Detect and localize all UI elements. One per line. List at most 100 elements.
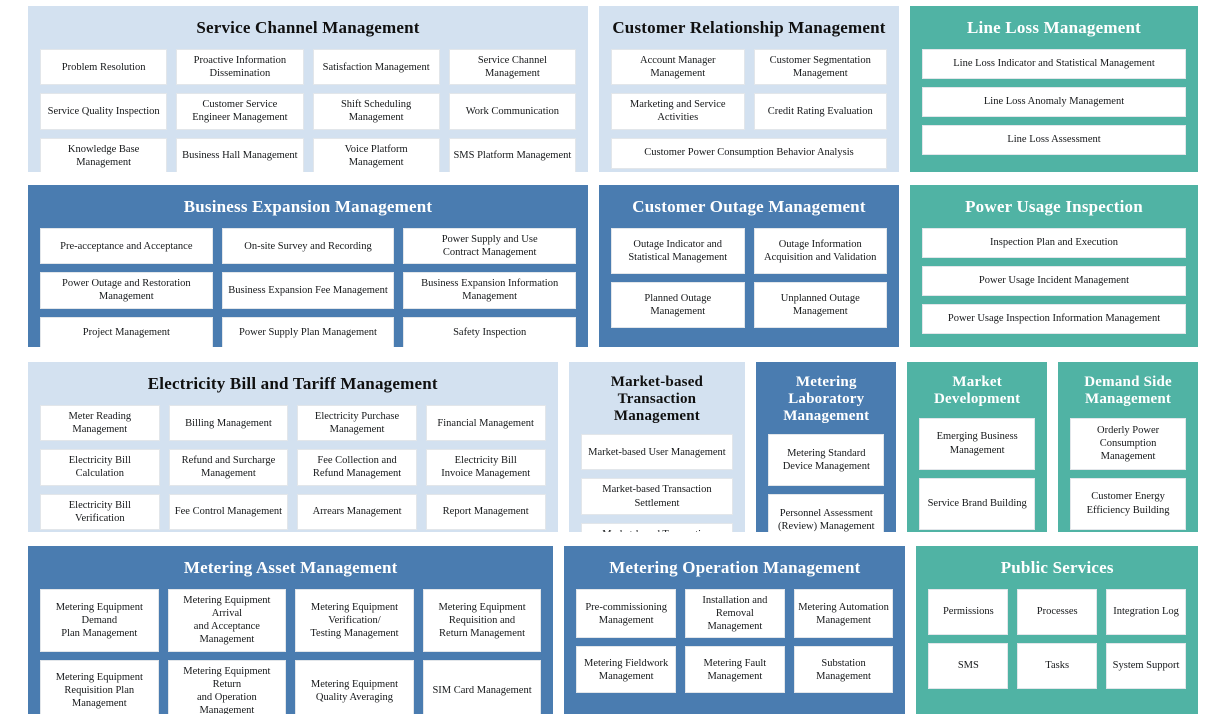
tile-line-loss-anomaly-management[interactable]: Line Loss Anomaly Management: [922, 87, 1186, 118]
tile-metering-equipment-requisition-plan-management[interactable]: Metering Equipment Requisition Plan Mana…: [40, 659, 159, 714]
tile-financial-management[interactable]: Financial Management: [425, 405, 546, 442]
tile-credit-rating-evaluation[interactable]: Credit Rating Evaluation: [753, 93, 887, 130]
tile-knowledge-base-management[interactable]: Knowledge Base Management: [40, 137, 168, 172]
tile-unplanned-outage-management[interactable]: Unplanned Outage Management: [753, 282, 887, 329]
tile-line-loss-assessment[interactable]: Line Loss Assessment: [922, 125, 1186, 156]
tile-metering-fault-management[interactable]: Metering Fault Management: [685, 646, 785, 694]
tile-outage-indicator-and-statistical-management[interactable]: Outage Indicator and Statistical Managem…: [611, 228, 745, 275]
tile-sms[interactable]: SMS: [928, 643, 1009, 690]
panel-market-based-transaction-management[interactable]: Market-based Transaction Management Mark…: [568, 362, 746, 532]
tile-market-based-transaction-refund-and-surcharge[interactable]: Market-based Transaction Refund and Surc…: [580, 522, 734, 532]
tile-market-based-transaction-settlement[interactable]: Market-based Transaction Settlement: [580, 478, 734, 515]
tile-electricity-purchase-management[interactable]: Electricity Purchase Management: [297, 405, 417, 442]
tile-satisfaction-management[interactable]: Satisfaction Management: [312, 49, 440, 86]
tile-marketing-and-service-activities[interactable]: Marketing and Service Activities: [611, 93, 745, 130]
tile-business-expansion-information-management[interactable]: Business Expansion Information Managemen…: [403, 272, 576, 309]
panel-business-expansion-management[interactable]: Business Expansion Management Pre-accept…: [28, 185, 588, 347]
tile-metering-equipment-requisition-and-return-management[interactable]: Metering Equipment Requisition and Retur…: [422, 589, 542, 652]
tile-outage-information-acquisition-and-validation[interactable]: Outage Information Acquisition and Valid…: [753, 228, 887, 275]
tile-customer-power-consumption-behavior-analysis[interactable]: Customer Power Consumption Behavior Anal…: [611, 137, 887, 169]
tile-substation-management[interactable]: Substation Management: [793, 646, 894, 694]
tile-electricity-bill-verification[interactable]: Electricity Bill Verification: [40, 493, 160, 530]
tile-metering-standard-device-management[interactable]: Metering Standard Device Management: [768, 434, 885, 487]
diagram-row-4: Metering Asset Management Metering Equip…: [28, 546, 1198, 714]
tile-metering-equipment-quality-averaging[interactable]: Metering Equipment Quality Averaging: [295, 659, 414, 714]
tile-fee-collection-and-refund-management[interactable]: Fee Collection and Refund Management: [297, 449, 417, 486]
tile-line-loss-indicator-and-statistical-management[interactable]: Line Loss Indicator and Statistical Mana…: [922, 49, 1186, 80]
tile-service-quality-inspection[interactable]: Service Quality Inspection: [40, 93, 168, 130]
tile-electricity-bill-invoice-management[interactable]: Electricity Bill Invoice Management: [425, 449, 546, 486]
tile-voice-platform-management[interactable]: Voice Platform Management: [312, 137, 440, 172]
tile-business-hall-management[interactable]: Business Hall Management: [176, 137, 304, 172]
panel-public-services[interactable]: Public Services Permissions Processes In…: [916, 546, 1198, 714]
tile-metering-fieldwork-management[interactable]: Metering Fieldwork Management: [576, 646, 677, 694]
panel-metering-asset-management[interactable]: Metering Asset Management Metering Equip…: [28, 546, 554, 714]
tile-project-management[interactable]: Project Management: [40, 316, 213, 347]
tile-on-site-survey-and-recording[interactable]: On-site Survey and Recording: [221, 228, 395, 265]
tile-metering-equipment-verification-testing-management[interactable]: Metering Equipment Verification/ Testing…: [295, 589, 414, 652]
panel-title: Demand Side Management: [1084, 374, 1172, 407]
diagram-row-1: Service Channel Management Problem Resol…: [28, 6, 1198, 172]
tile-problem-resolution[interactable]: Problem Resolution: [40, 49, 168, 86]
tile-orderly-power-consumption-management[interactable]: Orderly Power Consumption Management: [1070, 417, 1187, 470]
tile-metering-automation-management[interactable]: Metering Automation Management: [793, 589, 894, 639]
tile-grid: Pre-acceptance and Acceptance On-site Su…: [40, 228, 576, 347]
tile-service-channel-management[interactable]: Service Channel Management: [448, 49, 576, 86]
tile-system-support[interactable]: System Support: [1106, 643, 1186, 690]
tile-billing-management[interactable]: Billing Management: [168, 405, 289, 442]
tile-installation-and-removal-management[interactable]: Installation and Removal Management: [685, 589, 785, 639]
tile-emerging-business-management[interactable]: Emerging Business Management: [919, 417, 1036, 470]
tile-planned-outage-management[interactable]: Planned Outage Management: [611, 282, 745, 329]
panel-service-channel-management[interactable]: Service Channel Management Problem Resol…: [28, 6, 588, 172]
tile-customer-energy-efficiency-building[interactable]: Customer Energy Efficiency Building: [1070, 477, 1187, 530]
panel-metering-operation-management[interactable]: Metering Operation Management Pre-commis…: [564, 546, 906, 714]
panel-customer-outage-management[interactable]: Customer Outage Management Outage Indica…: [599, 185, 899, 347]
tile-shift-scheduling-management[interactable]: Shift Scheduling Management: [312, 93, 440, 130]
tile-pre-acceptance-and-acceptance[interactable]: Pre-acceptance and Acceptance: [40, 228, 213, 265]
tile-customer-service-engineer-management[interactable]: Customer Service Engineer Management: [176, 93, 304, 130]
panel-title: Service Channel Management: [196, 18, 420, 37]
panel-electricity-bill-and-tariff-management[interactable]: Electricity Bill and Tariff Management M…: [28, 362, 558, 532]
tile-metering-equipment-return-and-operation-management[interactable]: Metering Equipment Return and Operation …: [167, 659, 287, 714]
tile-sim-card-management[interactable]: SIM Card Management: [422, 659, 542, 714]
tile-tasks[interactable]: Tasks: [1017, 643, 1098, 690]
tile-electricity-bill-calculation[interactable]: Electricity Bill Calculation: [40, 449, 160, 486]
tile-power-usage-inspection-information-management[interactable]: Power Usage Inspection Information Manag…: [922, 304, 1186, 335]
tile-grid: Line Loss Indicator and Statistical Mana…: [922, 49, 1186, 162]
tile-fee-control-management[interactable]: Fee Control Management: [168, 493, 289, 530]
tile-sms-platform-management[interactable]: SMS Platform Management: [448, 137, 576, 172]
tile-market-based-user-management[interactable]: Market-based User Management: [580, 434, 734, 471]
tile-work-communication[interactable]: Work Communication: [448, 93, 576, 130]
tile-integration-log[interactable]: Integration Log: [1106, 589, 1186, 636]
tile-safety-inspection[interactable]: Safety Inspection: [403, 316, 576, 347]
tile-permissions[interactable]: Permissions: [928, 589, 1009, 636]
tile-personnel-assessment-review-management[interactable]: Personnel Assessment (Review) Management: [768, 494, 885, 532]
tile-power-usage-incident-management[interactable]: Power Usage Incident Management: [922, 266, 1186, 297]
tile-business-expansion-fee-management[interactable]: Business Expansion Fee Management: [221, 272, 395, 309]
tile-account-manager-management[interactable]: Account Manager Management: [611, 49, 745, 86]
tile-customer-segmentation-management[interactable]: Customer Segmentation Management: [753, 49, 887, 86]
tile-processes[interactable]: Processes: [1017, 589, 1098, 636]
panel-market-development[interactable]: Market Development Emerging Business Man…: [907, 362, 1048, 532]
panel-line-loss-management[interactable]: Line Loss Management Line Loss Indicator…: [910, 6, 1198, 172]
tile-metering-equipment-demand-plan-management[interactable]: Metering Equipment Demand Plan Managemen…: [40, 589, 159, 652]
tile-refund-and-surcharge-management[interactable]: Refund and Surcharge Management: [168, 449, 289, 486]
tile-metering-equipment-arrival-and-acceptance-management[interactable]: Metering Equipment Arrival and Acceptanc…: [167, 589, 287, 652]
tile-report-management[interactable]: Report Management: [425, 493, 546, 530]
panel-title: Business Expansion Management: [183, 197, 433, 216]
panel-customer-relationship-management[interactable]: Customer Relationship Management Account…: [599, 6, 899, 172]
tile-inspection-plan-and-execution[interactable]: Inspection Plan and Execution: [922, 228, 1186, 259]
tile-arrears-management[interactable]: Arrears Management: [297, 493, 417, 530]
tile-power-supply-and-use-contract-management[interactable]: Power Supply and Use Contract Management: [403, 228, 576, 265]
tile-power-supply-plan-management[interactable]: Power Supply Plan Management: [221, 316, 395, 347]
tile-proactive-information-dissemination[interactable]: Proactive Information Dissemination: [176, 49, 304, 86]
panel-metering-laboratory-management[interactable]: Metering Laboratory Management Metering …: [756, 362, 897, 532]
tile-service-brand-building[interactable]: Service Brand Building: [919, 477, 1036, 530]
tile-meter-reading-management[interactable]: Meter Reading Management: [40, 405, 160, 442]
panel-power-usage-inspection[interactable]: Power Usage Inspection Inspection Plan a…: [910, 185, 1198, 347]
tile-power-outage-and-restoration-management[interactable]: Power Outage and Restoration Management: [40, 272, 213, 309]
tile-grid: Outage Indicator and Statistical Managem…: [611, 228, 887, 337]
tile-pre-commissioning-management[interactable]: Pre-commissioning Management: [576, 589, 677, 639]
panel-demand-side-management[interactable]: Demand Side Management Orderly Power Con…: [1058, 362, 1199, 532]
